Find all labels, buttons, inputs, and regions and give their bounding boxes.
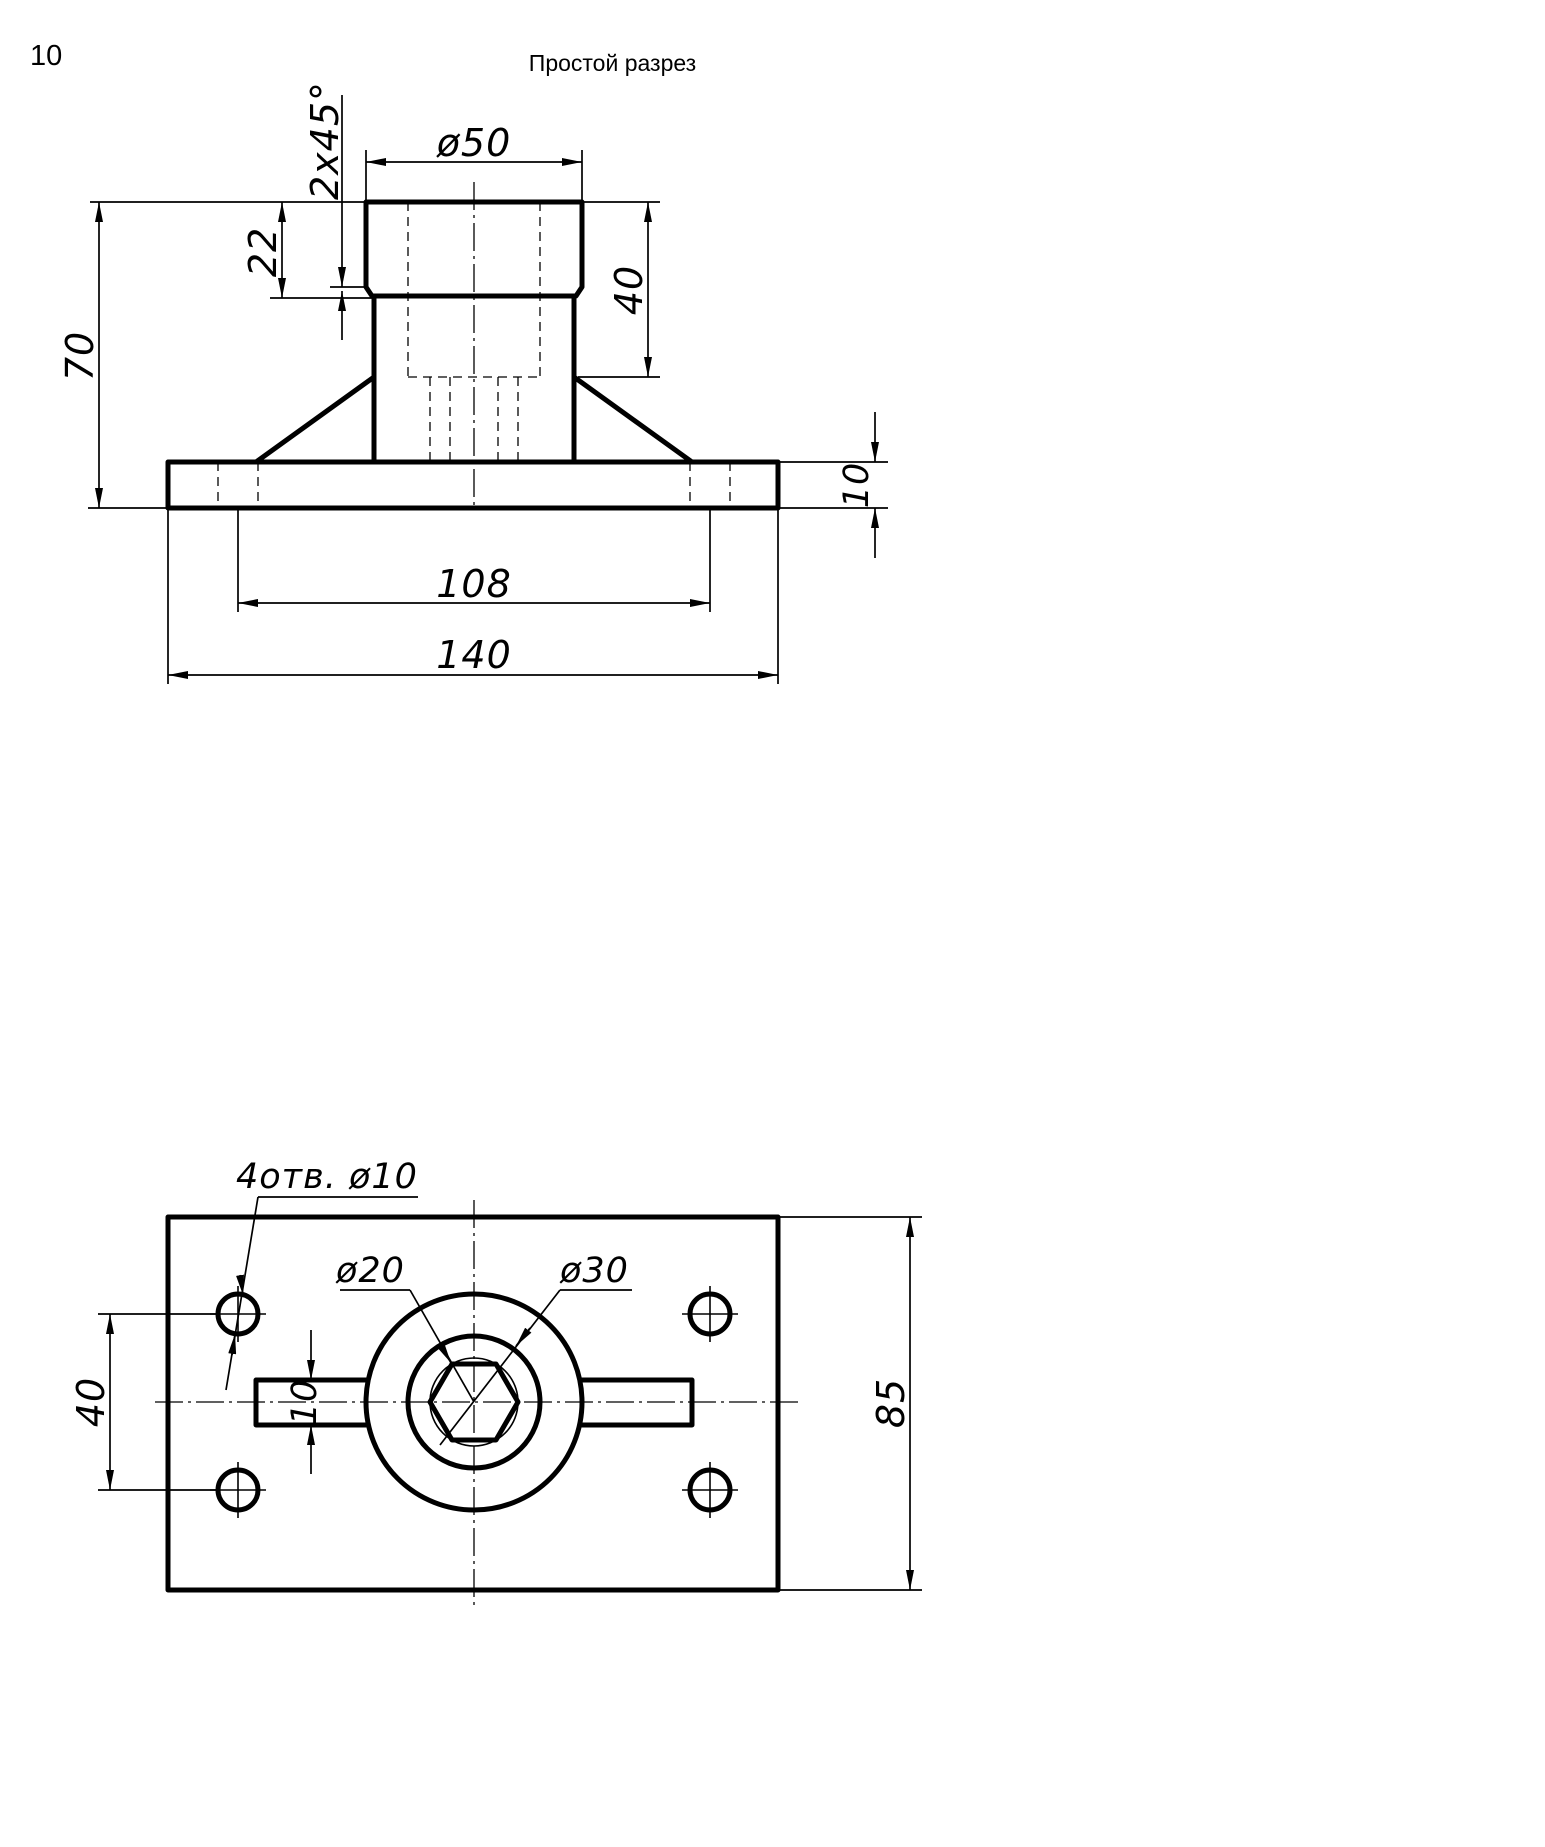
- leader-d30-arrow: [515, 1327, 532, 1347]
- dim-text-40-top-view: 40: [69, 1377, 113, 1427]
- dim-text-d20: ø20: [335, 1251, 405, 1291]
- hidden-holes-left: [217, 462, 259, 508]
- dim-text-d50: ø50: [436, 121, 512, 165]
- dim-text-d30: ø30: [559, 1251, 629, 1291]
- dim-text-85: 85: [869, 1378, 913, 1428]
- sheet-title: Простой разрез: [528, 50, 697, 76]
- right-rib-top: [579, 1377, 695, 1428]
- holes-note-text: 4отв. ø10: [236, 1157, 418, 1197]
- hole-center-marks: [210, 1286, 738, 1518]
- dim-text-chamfer: 2x45°: [303, 81, 347, 200]
- dim-text-40: 40: [607, 265, 651, 315]
- dim-text-70: 70: [58, 331, 102, 381]
- right-rib: [571, 374, 695, 465]
- leader-holes-arrow-2: [228, 1333, 237, 1356]
- boss-outer-circle: [363, 1291, 585, 1513]
- dim-text-22: 22: [241, 227, 285, 277]
- front-view: ø50 2x45° 22 40 70 10 108: [58, 81, 888, 684]
- hidden-holes-right: [689, 462, 731, 508]
- task-number: 10: [30, 40, 63, 72]
- leader-d30-line: [439, 1289, 561, 1446]
- base-plate-outline: [165, 459, 781, 511]
- leader-holes-arrow: [236, 1274, 244, 1296]
- dim-text-108: 108: [436, 562, 512, 606]
- top-plate-outline: [165, 1214, 781, 1593]
- left-rib: [253, 374, 377, 465]
- dim-text-10-front: 10: [837, 462, 877, 509]
- dim-text-140: 140: [436, 633, 512, 677]
- leader-d20-arrow: [437, 1343, 452, 1364]
- top-view: 4отв. ø10 ø20 ø30 40 10 85: [69, 1157, 922, 1605]
- dim-text-10-rib: 10: [285, 1379, 325, 1426]
- boss-d30-circle: [405, 1333, 543, 1471]
